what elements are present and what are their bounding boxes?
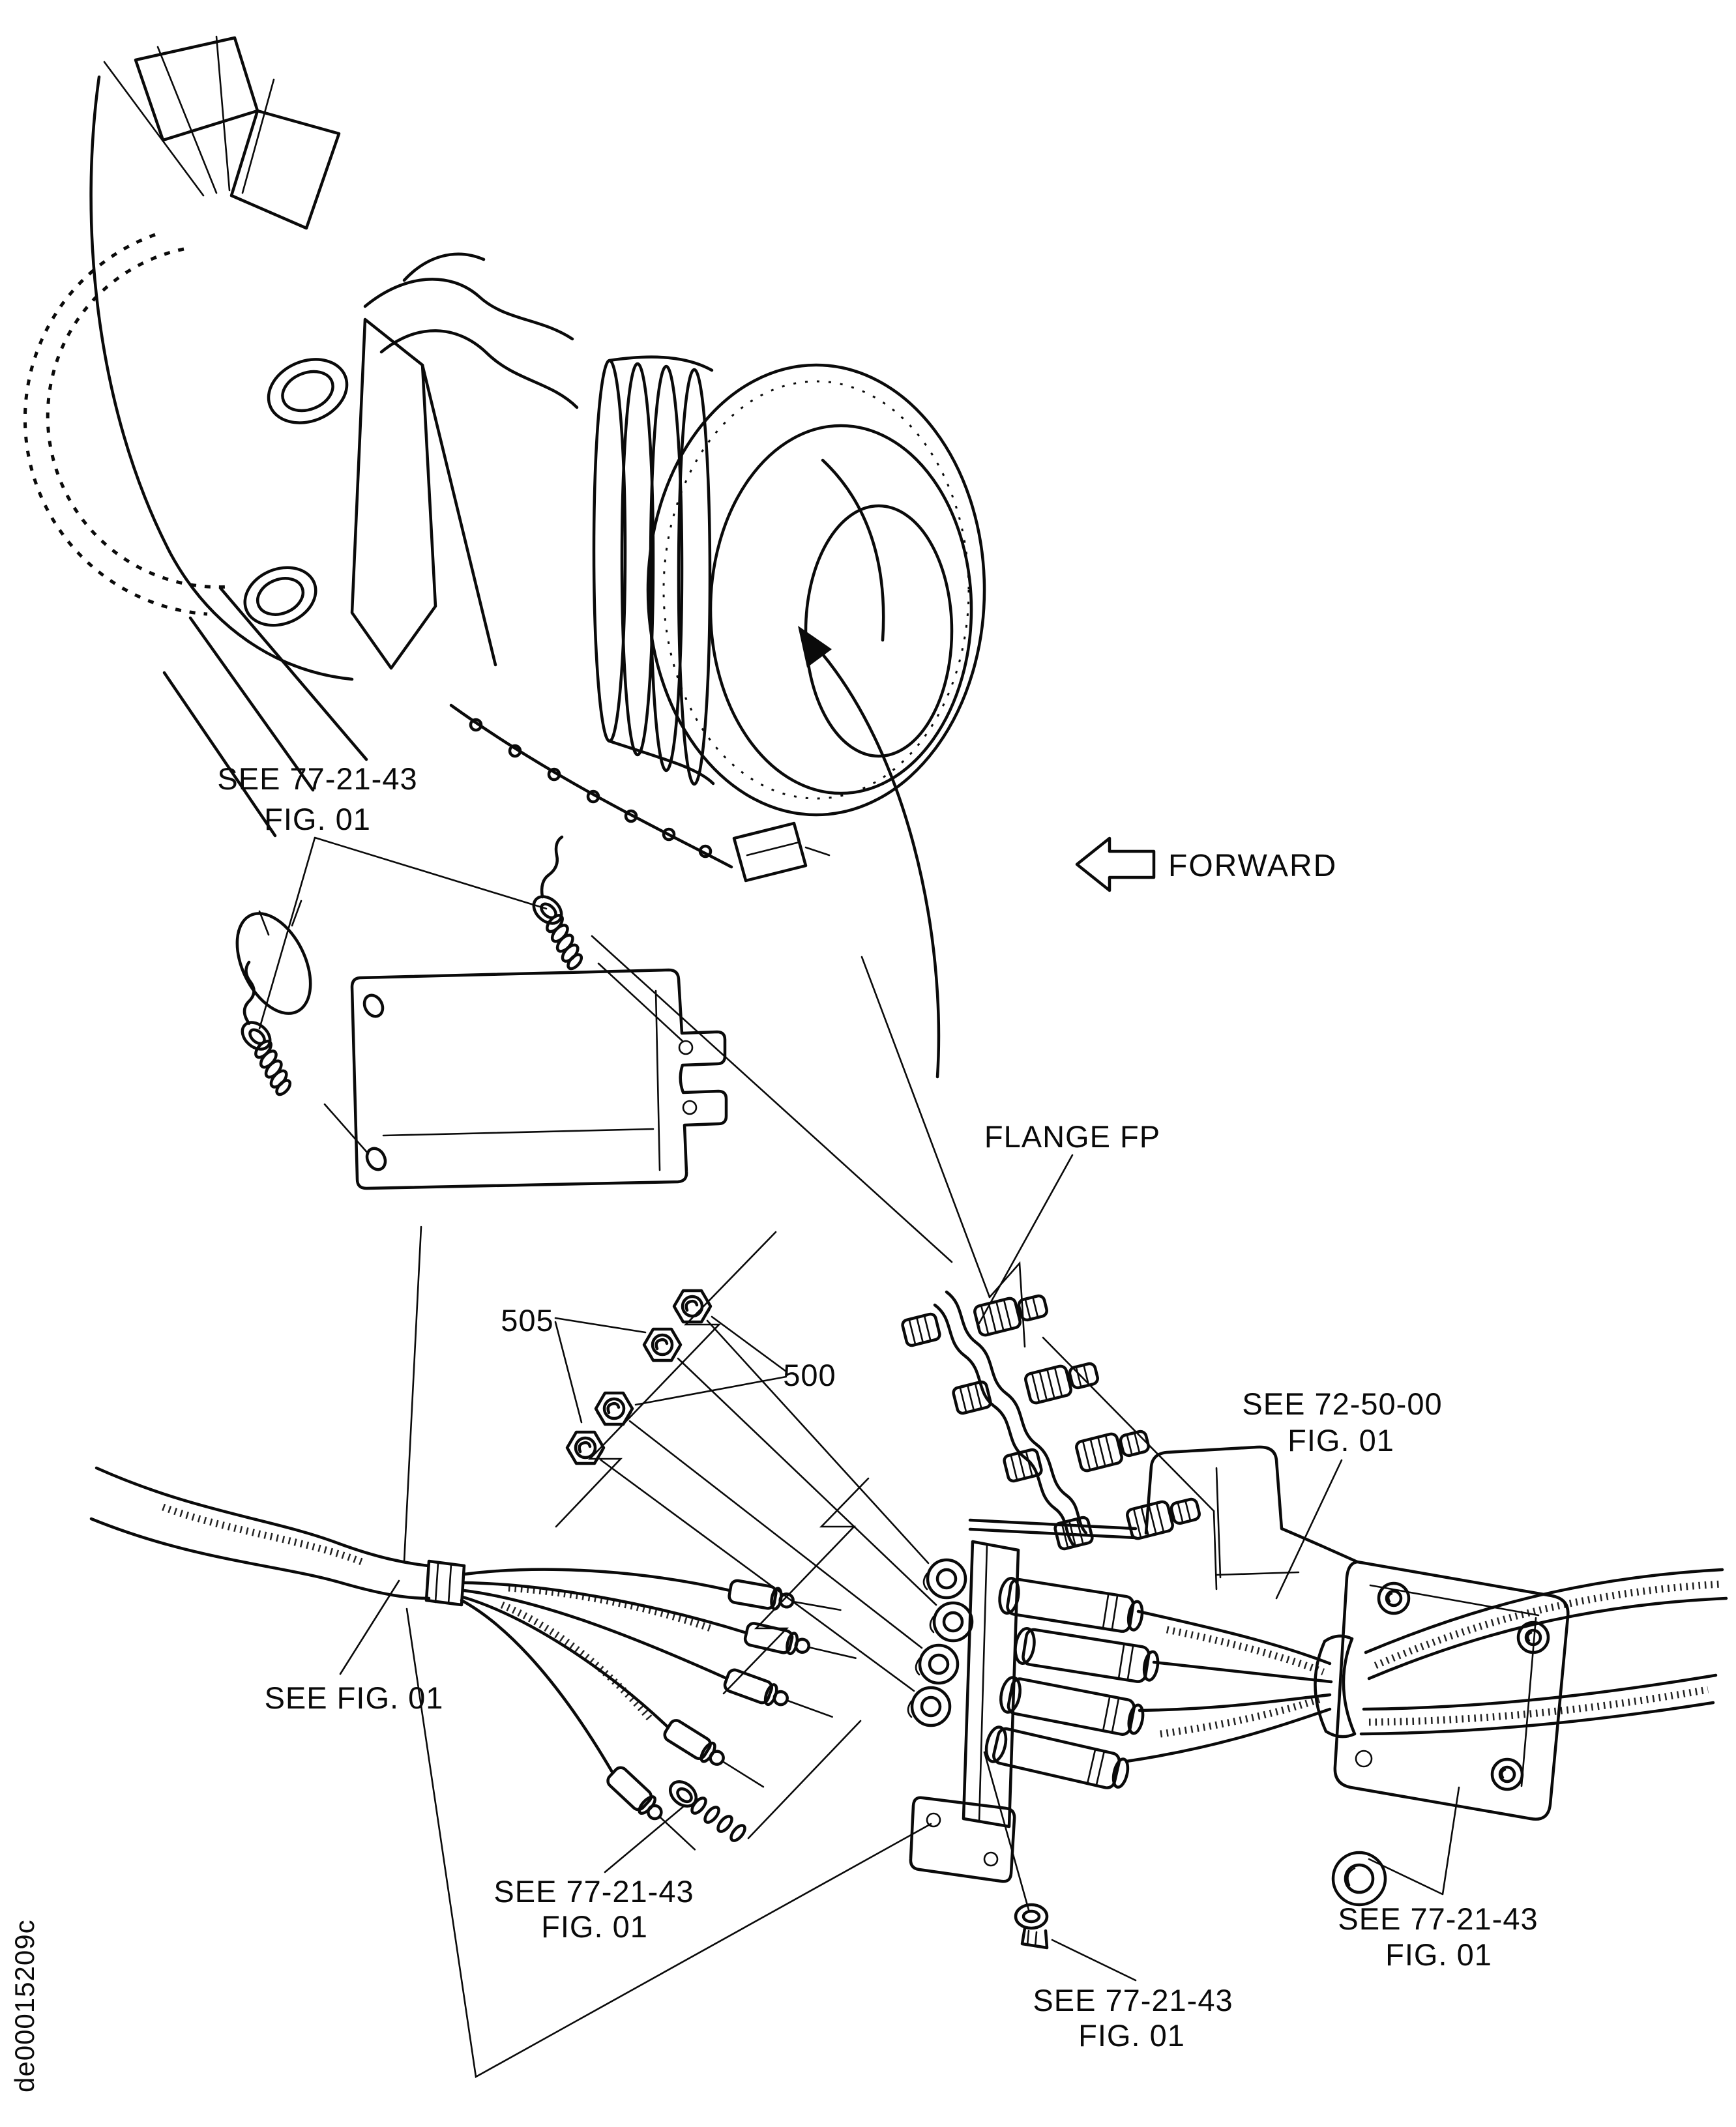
ignition-lead-assembly bbox=[908, 1518, 1333, 1883]
hex-nut-2 bbox=[644, 1329, 681, 1360]
junction-bracket bbox=[1144, 1445, 1728, 1907]
junction-ref-line1: SEE 72-50-00 bbox=[1242, 1386, 1442, 1421]
junction-ref-line2: FIG. 01 bbox=[1287, 1423, 1394, 1458]
bracket-bolts-ref-line2: FIG. 01 bbox=[1385, 1937, 1492, 1972]
installation-plane-lines bbox=[403, 935, 1300, 2079]
lead-connector-3 bbox=[999, 1676, 1145, 1736]
curved-locator-arrow bbox=[798, 626, 941, 1079]
flange-fp-assembly bbox=[902, 1290, 1201, 1549]
harness-cable bbox=[89, 1466, 858, 1858]
bracket-bolts-ref-line1: SEE 77-21-43 bbox=[1338, 1901, 1538, 1936]
lead-connector-2 bbox=[1014, 1626, 1160, 1683]
hex-nut-1 bbox=[674, 1291, 711, 1322]
lead-connector-1 bbox=[998, 1576, 1144, 1633]
item-505-label: 505 bbox=[501, 1303, 553, 1338]
hex-nut-4 bbox=[567, 1432, 604, 1463]
top-bracket-ref-line1: SEE 77-21-43 bbox=[217, 761, 417, 796]
leader-lines bbox=[258, 836, 1460, 1982]
engine-illustration bbox=[23, 35, 986, 1015]
item-500-label: 500 bbox=[783, 1358, 836, 1392]
flange-fp-label: FLANGE FP bbox=[984, 1119, 1160, 1154]
forward-arrow: FORWARD bbox=[1075, 836, 1337, 892]
see-fig-01-label: SEE FIG. 01 bbox=[265, 1680, 444, 1715]
conduit-clips bbox=[469, 718, 713, 858]
bottom-nut-washer bbox=[1014, 1903, 1049, 1950]
screw-ref-line1: SEE 77-21-43 bbox=[493, 1874, 694, 1909]
mounting-plate-assembly bbox=[226, 835, 728, 1190]
bottom-nut-ref-line1: SEE 77-21-43 bbox=[1033, 1983, 1233, 2017]
safety-wired-bolt-left bbox=[226, 1017, 308, 1096]
callout-labels: SEE 77-21-43 FIG. 01 FLANGE FP 505 500 S… bbox=[217, 761, 1538, 2053]
lead-connector-4 bbox=[984, 1725, 1130, 1789]
forward-label: FORWARD bbox=[1168, 849, 1337, 883]
document-number: de00015209c bbox=[9, 1919, 40, 2092]
nut-cluster bbox=[567, 1291, 937, 1692]
hex-nut-3 bbox=[596, 1393, 632, 1424]
attachment-screw bbox=[669, 1720, 862, 1842]
bottom-nut-ref-line2: FIG. 01 bbox=[1078, 2018, 1185, 2053]
bracket-lower-bolt bbox=[1331, 1851, 1387, 1907]
top-bracket-ref-line2: FIG. 01 bbox=[264, 802, 371, 836]
screw-ref-line2: FIG. 01 bbox=[541, 1909, 648, 1944]
